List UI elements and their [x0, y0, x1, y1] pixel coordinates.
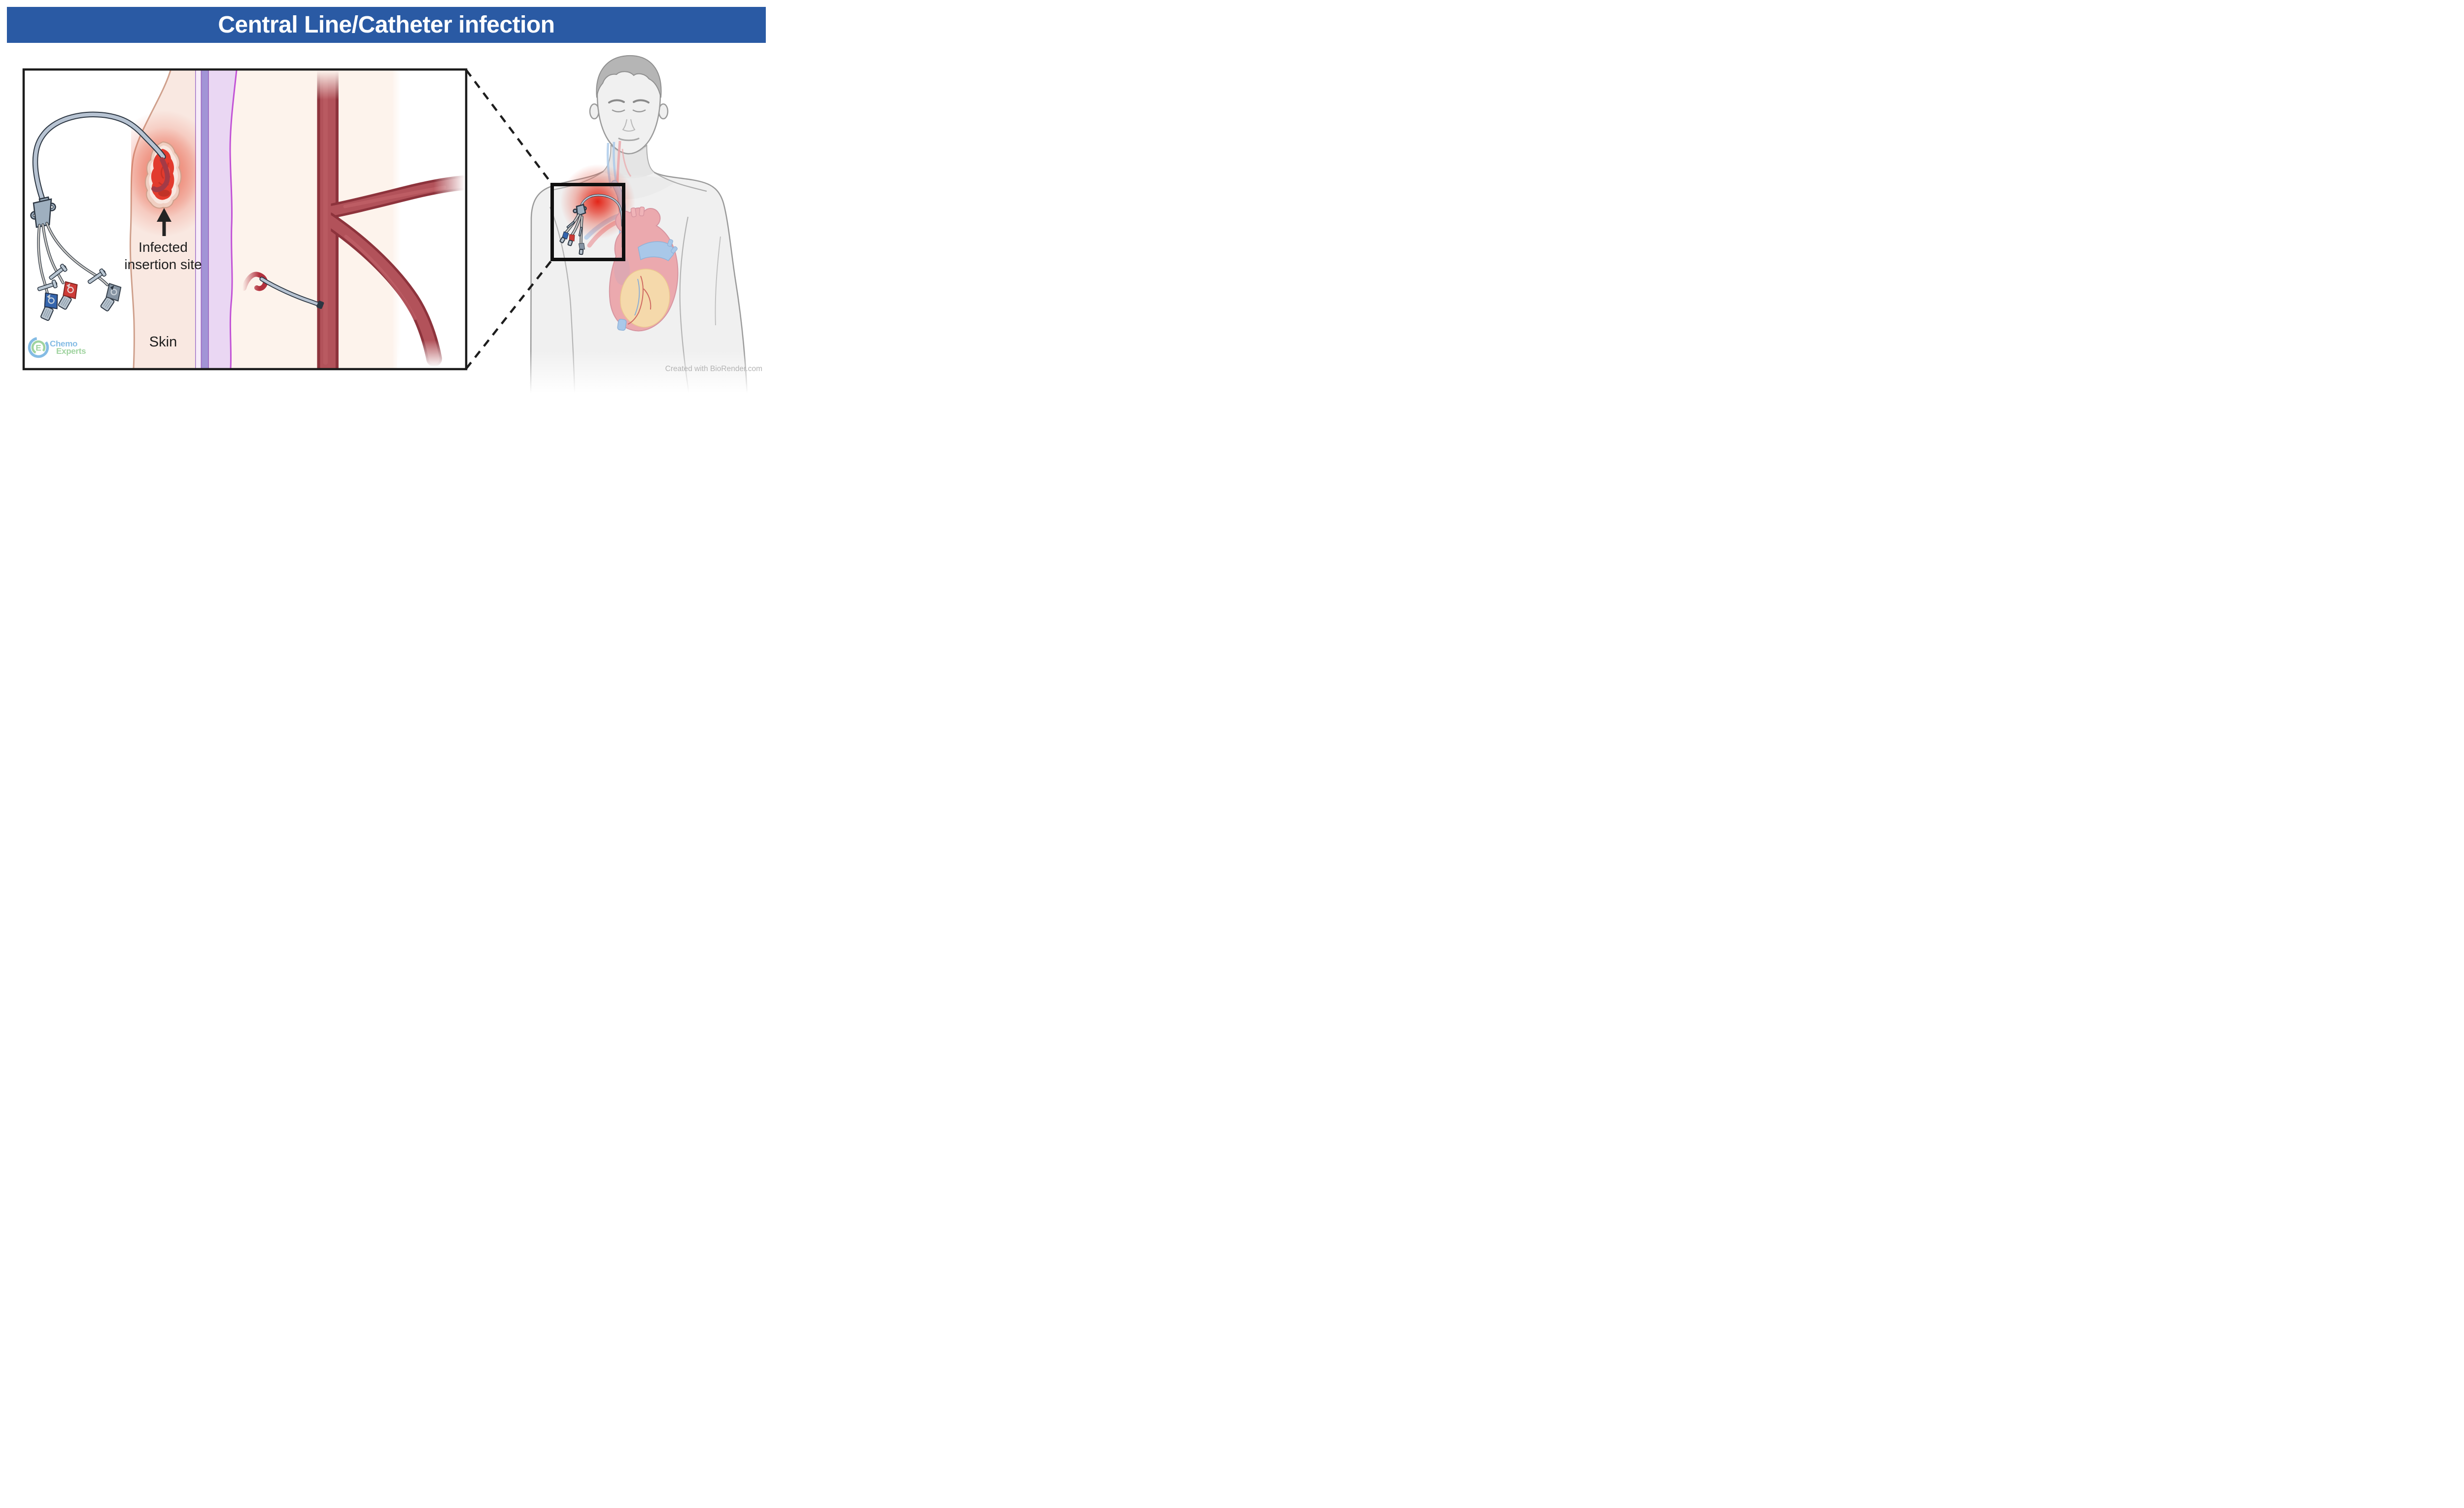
eyebrow-right: [633, 99, 650, 103]
blood-vessel: [315, 70, 465, 368]
patient-head: [589, 55, 669, 155]
biorender-credit: Created with BioRender.com: [665, 365, 762, 373]
lumen-blue-connector: [40, 292, 58, 321]
cross-section-border: [22, 68, 468, 371]
zoom-dashed-line-bottom: [465, 258, 554, 370]
inset-box: [550, 183, 625, 261]
eyebrow-left: [608, 99, 625, 103]
catheter-bloody-tip: [151, 157, 170, 192]
closed-eye-left: [612, 109, 625, 112]
heart: [609, 206, 679, 332]
catheter-hub: [30, 196, 56, 228]
catheter-tip-segment: [241, 272, 324, 309]
vessel-branch-lower: [320, 212, 442, 367]
title-banner: Central Line/Catheter infection: [7, 7, 766, 43]
mouth: [618, 137, 640, 141]
lumen-red-connector: [58, 281, 78, 310]
slide-clamp: [49, 264, 68, 280]
slide-clamp: [37, 279, 58, 291]
zoom-dashed-line-top: [465, 69, 554, 186]
subcutis-layer: [208, 70, 238, 368]
logo-word-experts: Experts: [56, 346, 86, 356]
closed-eye-right: [632, 109, 646, 112]
illustration-page: Central Line/Catheter infection: [0, 0, 773, 394]
deep-tissue-layer: [208, 70, 402, 368]
mini-gray-connector: [578, 243, 585, 255]
emblem-letter: E: [35, 343, 41, 353]
body-bottom-fade: [522, 351, 759, 394]
chemoexperts-logo-wordmark: Chemo Experts: [50, 340, 86, 355]
mini-clamp: [578, 227, 583, 237]
infected-insertion-site-label: Infected insertion site: [124, 240, 202, 272]
page-title: Central Line/Catheter infection: [218, 12, 555, 38]
slide-clamp: [87, 268, 106, 284]
nose: [622, 119, 636, 132]
lumen-gray-connector: [100, 283, 122, 311]
chemoexperts-logo-emblem: E: [28, 337, 49, 358]
dermis-stripe-light: [195, 70, 202, 368]
diagram-canvas: E: [22, 55, 759, 394]
mini-clamp: [566, 221, 575, 229]
dermis-stripe-purple: [201, 70, 209, 368]
hair: [596, 55, 662, 98]
catheter-lumens: [37, 222, 122, 321]
skin-label: Skin: [149, 334, 177, 350]
central-line-catheter: [30, 111, 170, 321]
mini-blue-connector: [559, 231, 569, 243]
cross-section-panel: [30, 70, 465, 368]
patient-figure: [522, 55, 759, 394]
mini-red-connector: [567, 234, 575, 246]
up-arrow-icon: [157, 208, 171, 236]
logo-word-chemo: Chemo: [50, 339, 78, 348]
